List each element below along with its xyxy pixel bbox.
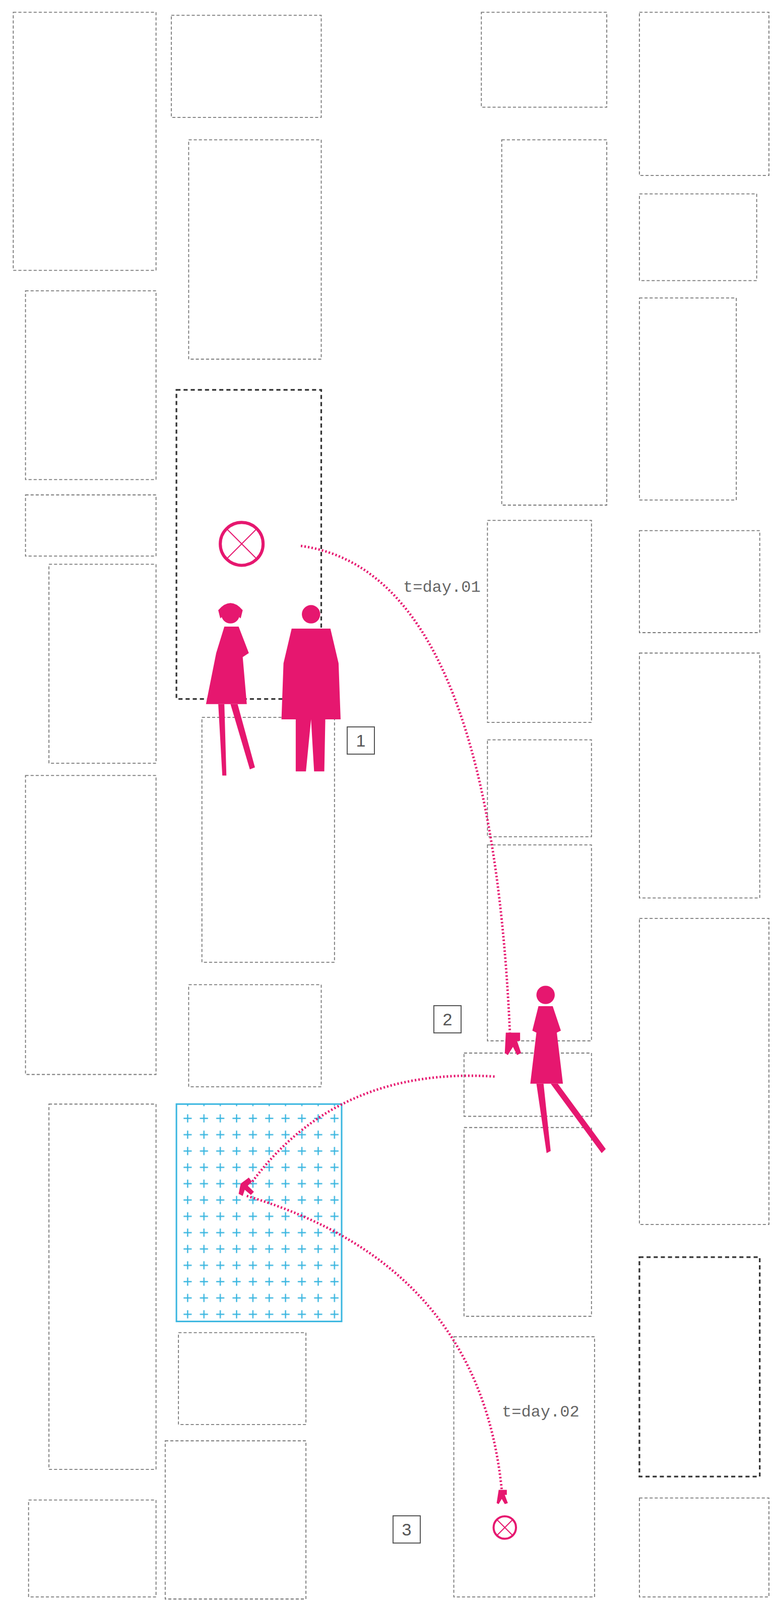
- city-block: [188, 139, 321, 359]
- woman-silhouette: [530, 985, 606, 1153]
- city-block: [639, 194, 757, 281]
- city-block: [639, 297, 737, 500]
- callout-box: 2: [433, 1004, 462, 1034]
- city-block: [639, 918, 769, 1225]
- time-label: t=day.01: [401, 578, 483, 597]
- movement-paths: [246, 545, 510, 1490]
- dotted-arc: [246, 1195, 502, 1490]
- city-block: [639, 1256, 760, 1476]
- city-block: [188, 984, 321, 1086]
- callout-number: 1: [356, 731, 366, 749]
- city-block: [464, 1127, 592, 1316]
- city-blocks: [13, 12, 769, 1599]
- city-block: [165, 1440, 306, 1599]
- city-block: [48, 563, 156, 763]
- dotted-arc: [250, 1075, 495, 1184]
- city-block: [487, 520, 592, 723]
- callout-number: 2: [442, 1010, 453, 1028]
- woman-silhouette: [206, 602, 255, 776]
- people-silhouettes: [206, 602, 606, 1153]
- callout-box: 1: [346, 726, 375, 755]
- target-symbol: [220, 522, 264, 565]
- city-block: [48, 1103, 156, 1469]
- city-block: [639, 12, 769, 176]
- hand-icon: [238, 1177, 254, 1196]
- hand-icons: [238, 1032, 522, 1504]
- callout-box: 3: [392, 1514, 421, 1543]
- hand-icon: [504, 1032, 522, 1056]
- city-block: [487, 739, 592, 837]
- time-label: t=day.02: [499, 1402, 582, 1421]
- city-block: [454, 1336, 595, 1597]
- hand-icon: [496, 1489, 508, 1504]
- city-block: [25, 494, 157, 556]
- city-block: [13, 12, 156, 271]
- city-block: [178, 1332, 306, 1425]
- city-block: [28, 1499, 157, 1597]
- city-block: [639, 1497, 769, 1597]
- callout-number: 3: [402, 1520, 412, 1538]
- target-symbol: [493, 1515, 517, 1539]
- dotted-arc: [300, 545, 510, 1033]
- city-block: [25, 290, 157, 480]
- city-block: [501, 139, 607, 505]
- city-block: [639, 653, 760, 898]
- city-block: [171, 15, 321, 117]
- city-block: [481, 12, 607, 107]
- hatched-block: [176, 1103, 342, 1321]
- man-silhouette: [281, 604, 341, 771]
- city-block: [639, 530, 760, 633]
- city-block: [25, 775, 157, 1074]
